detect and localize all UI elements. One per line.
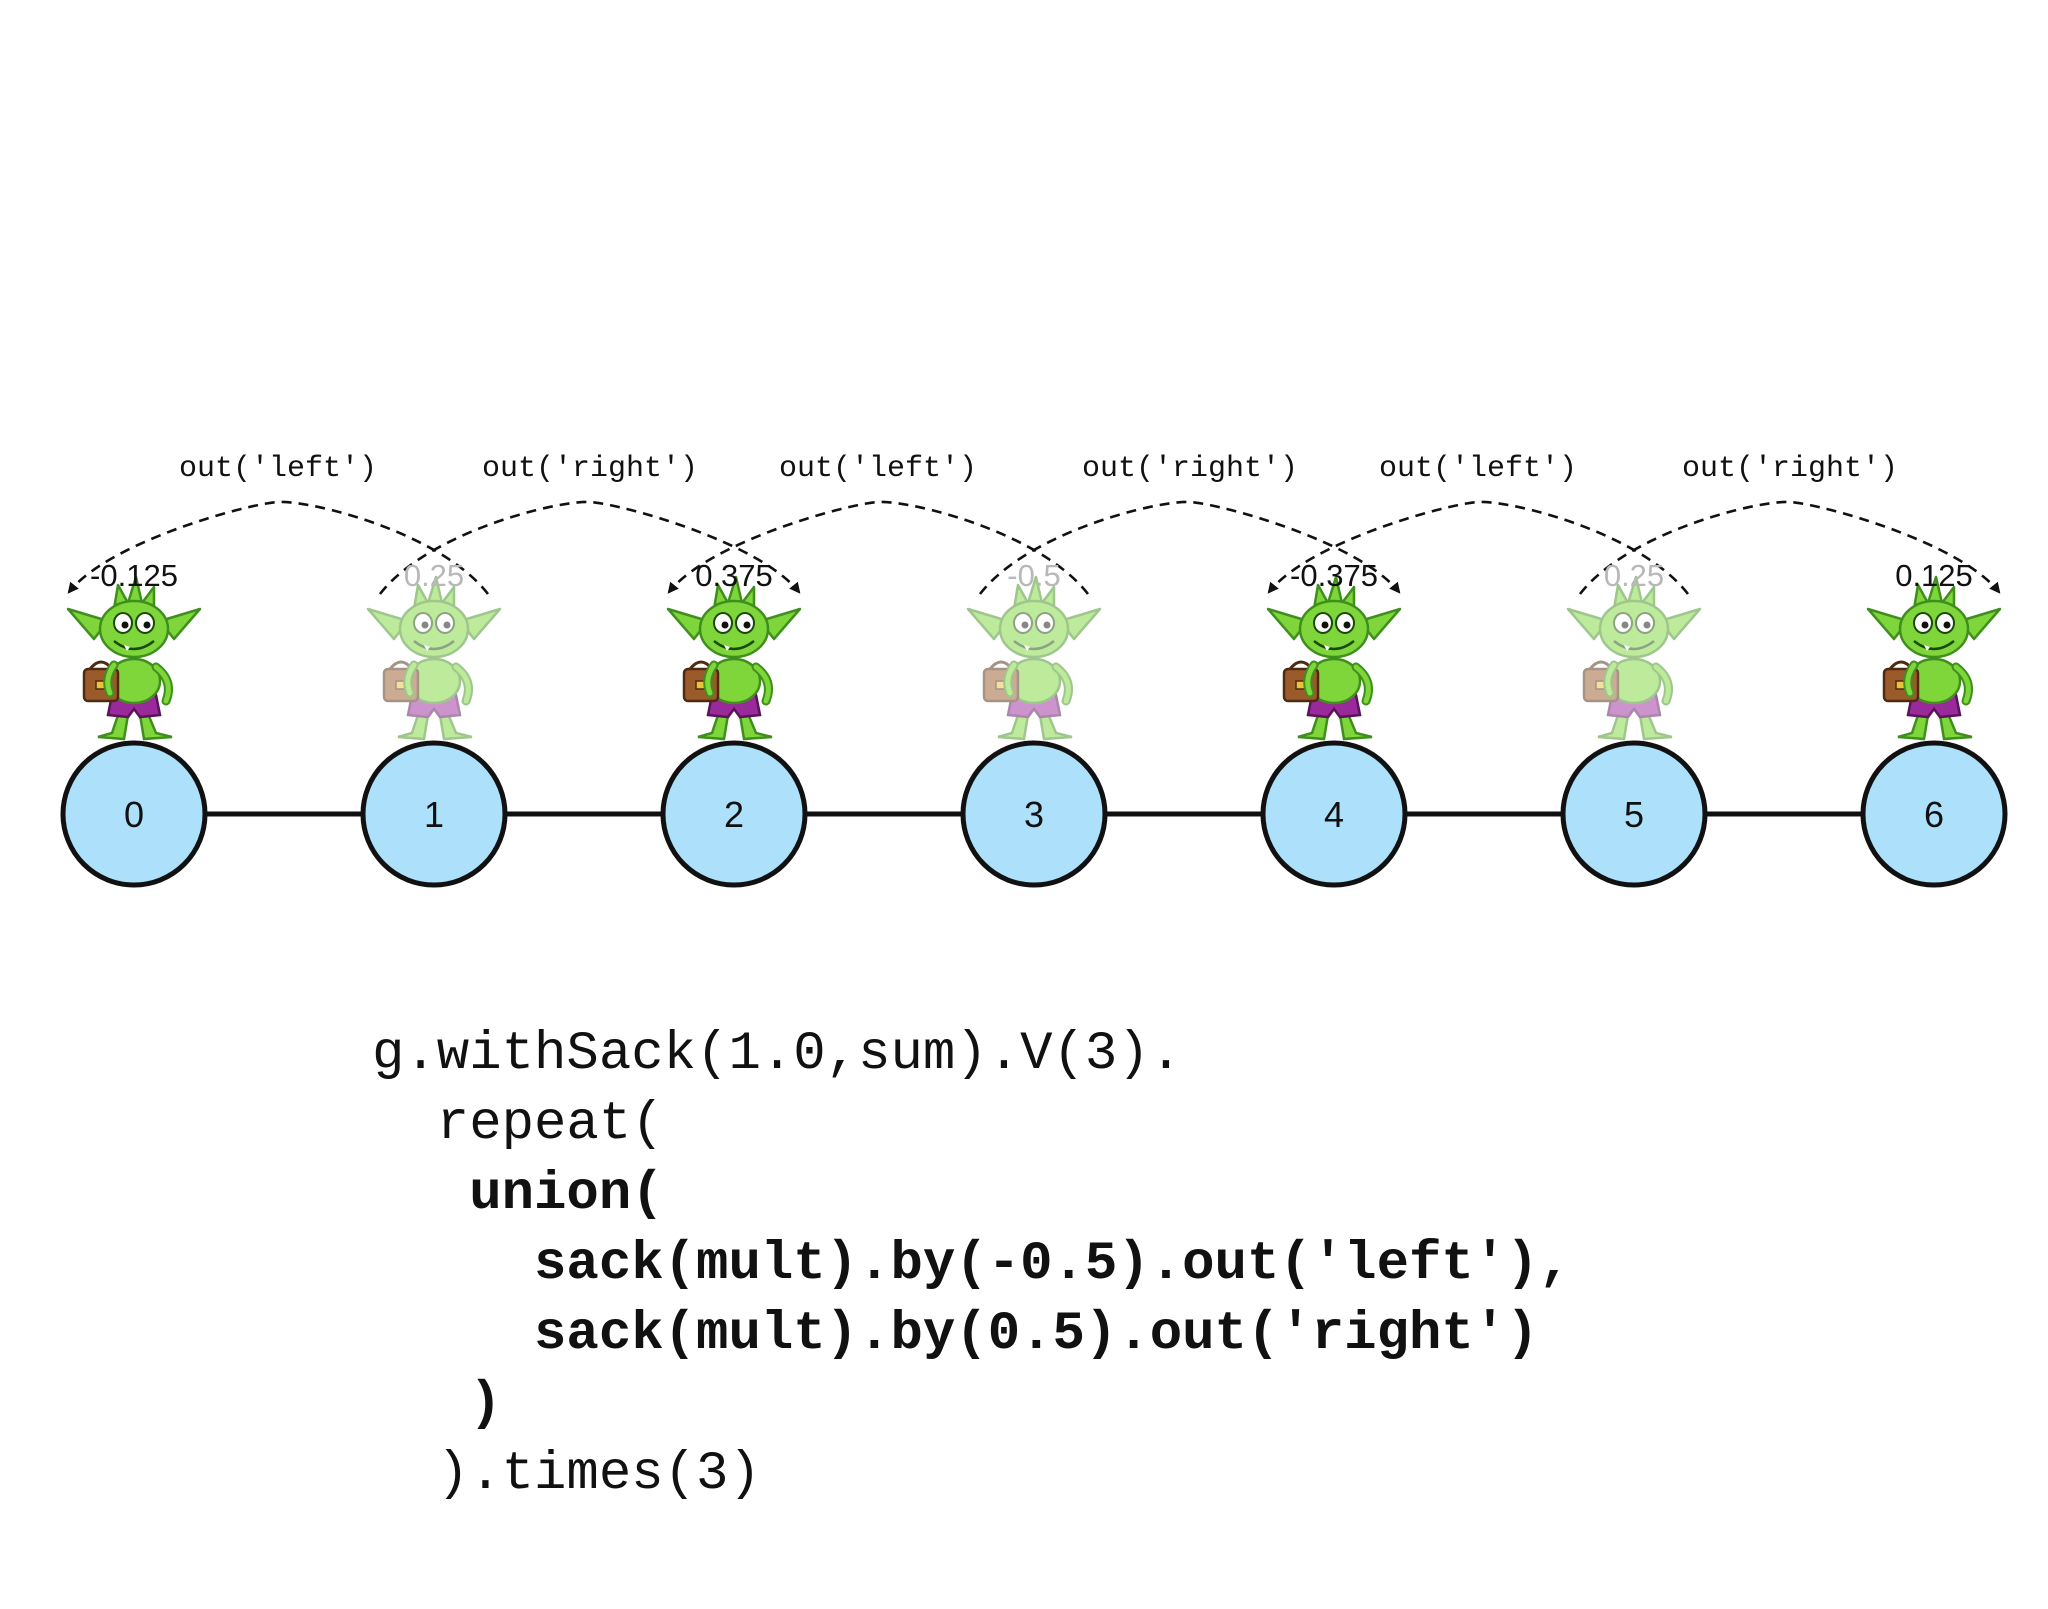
vertex-circle: [960, 740, 1108, 888]
goblin-traverser-icon: [968, 577, 1100, 739]
sack-value-label: 0.25: [404, 558, 464, 593]
goblin-traverser-icon: [1868, 577, 2000, 739]
vertex-id-label: 4: [1324, 794, 1344, 835]
vertex-circle: [360, 740, 508, 888]
code-line: ): [372, 1374, 502, 1435]
step-arrow: [67, 500, 490, 595]
code-line: sack(mult).by(-0.5).out('left'),: [372, 1234, 1571, 1295]
vertex-id-label: 0: [124, 794, 144, 835]
sack-value-label: 0.375: [695, 558, 773, 593]
step-arrow: [1267, 500, 1690, 595]
vertex-4: 4: [1260, 740, 1408, 888]
goblin-traverser-icon: [368, 577, 500, 739]
sack-value-label: 0.125: [1895, 558, 1973, 593]
code-line: union(: [372, 1164, 664, 1225]
vertex-6: 6: [1860, 740, 2008, 888]
step-label: out('left'): [179, 452, 377, 486]
step-label: out('right'): [1082, 452, 1298, 486]
goblin-traverser-icon: [1268, 577, 1400, 739]
step-arrow: [667, 500, 1090, 595]
step-arrow: [978, 500, 1401, 595]
vertex-circle: [1260, 740, 1408, 888]
sack-value-label: -0.5: [1007, 558, 1060, 593]
vertex-id-label: 5: [1624, 794, 1644, 835]
vertex-2: 2: [660, 740, 808, 888]
vertex-id-label: 2: [724, 794, 744, 835]
goblin-traverser-icon: [1568, 577, 1700, 739]
vertex-circle: [1860, 740, 2008, 888]
step-arrow: [378, 500, 801, 595]
vertex-0: 0: [60, 740, 208, 888]
traversers: [68, 577, 2000, 739]
step-label: out('left'): [1379, 452, 1577, 486]
goblin-traverser-icon: [668, 577, 800, 739]
graph-vertices: 0 -0.125 1 0.25 2 0.375 3 -0.5 4 -0.375 5 0.25 6 0.12…: [60, 558, 2008, 888]
vertex-id-label: 1: [424, 794, 444, 835]
sack-value-label: -0.125: [90, 558, 178, 593]
vertex-circle: [1560, 740, 1708, 888]
vertex-circle: [60, 740, 208, 888]
vertex-3: 3: [960, 740, 1108, 888]
code-line: sack(mult).by(0.5).out('right'): [372, 1304, 1539, 1365]
code-line: ).times(3): [372, 1444, 761, 1505]
goblin-traverser-icon: [68, 577, 200, 739]
code-line: g.withSack(1.0,sum).V(3).: [372, 1024, 1183, 1085]
vertex-5: 5: [1560, 740, 1708, 888]
step-label: out('right'): [1682, 452, 1898, 486]
traversal-steps: out('left') out('right') out('left') out('r…: [67, 452, 2001, 595]
vertex-1: 1: [360, 740, 508, 888]
vertex-id-label: 6: [1924, 794, 1944, 835]
sack-value-label: 0.25: [1604, 558, 1664, 593]
gremlin-code: g.withSack(1.0,sum).V(3). repeat( union(…: [372, 1020, 1571, 1510]
vertex-circle: [660, 740, 808, 888]
step-label: out('left'): [779, 452, 977, 486]
step-label: out('right'): [482, 452, 698, 486]
vertex-id-label: 3: [1024, 794, 1044, 835]
step-arrow: [1578, 500, 2001, 595]
code-line: repeat(: [372, 1094, 664, 1155]
sack-value-label: -0.375: [1290, 558, 1378, 593]
